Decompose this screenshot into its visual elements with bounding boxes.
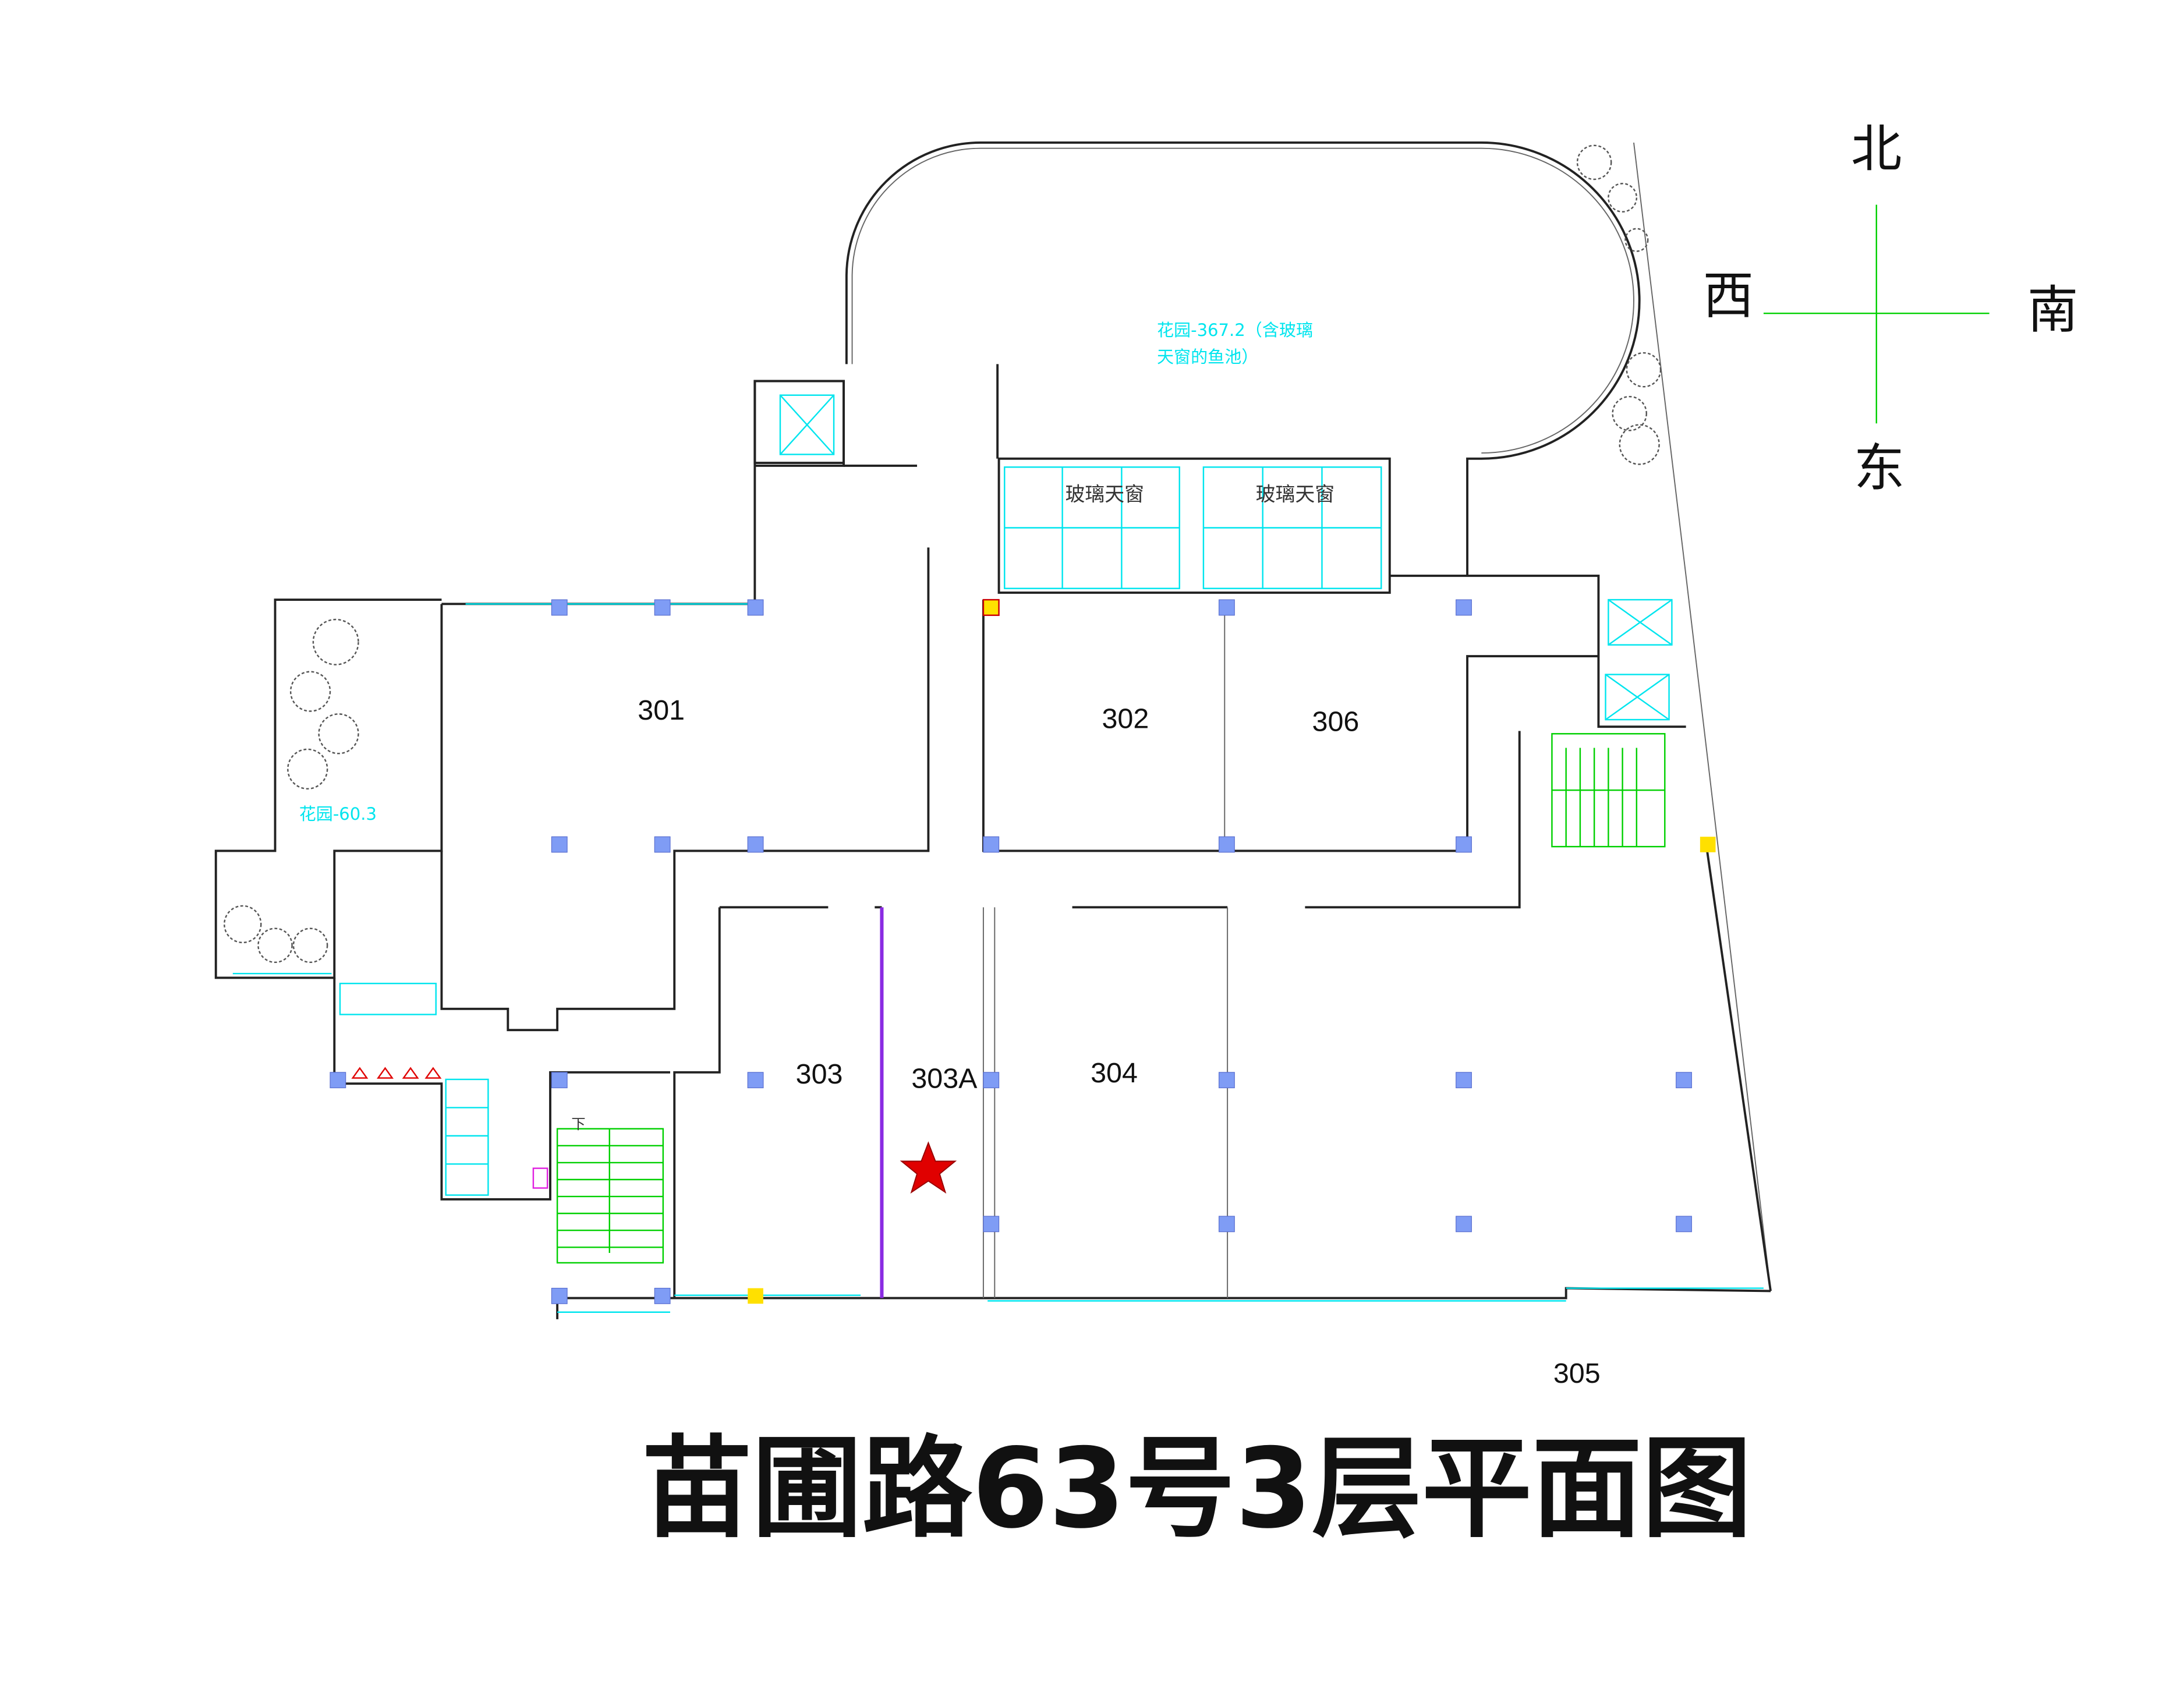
skylight-label-1: 玻璃天窗 [1065,483,1144,505]
room-303-label[interactable]: 303 [796,1058,843,1090]
room-304-label[interactable]: 304 [1091,1057,1138,1089]
elevators [1605,599,1673,721]
garden-main-label-line2: 天窗的鱼池） [1157,347,1258,367]
room-301-label[interactable]: 301 [638,695,685,726]
compass-west: 西 [1703,266,1754,325]
room-303a-label[interactable]: 303A [911,1063,978,1094]
location-star-icon [900,1141,957,1194]
garden-main-label-line1: 花园-367.2（含玻璃 [1157,320,1313,340]
stairs-west: 下 [556,1116,664,1264]
restrooms [339,982,548,1196]
room-306-label[interactable]: 306 [1312,706,1360,737]
garden-trees [224,144,1662,964]
glass-skylight [997,457,1391,594]
building-walls [214,364,1772,1319]
rooftop-garden-outline [845,141,1771,1291]
room-305-label[interactable]: 305 [1553,1358,1601,1389]
plan-title: 苗圃路63号3层平面图 [642,1425,1753,1553]
compass: 北 西 南 东 [1703,119,2079,498]
room-302-label[interactable]: 302 [1102,703,1149,735]
compass-east: 东 [1854,438,1905,498]
stairs-east [1551,733,1666,848]
structural-columns [330,599,1716,1304]
compass-north: 北 [1851,119,1902,179]
skylight-label-2: 玻璃天窗 [1256,483,1335,505]
garden-west-label: 花园-60.3 [299,804,377,824]
stair-down-label: 下 [571,1116,585,1132]
compass-south: 南 [2027,280,2078,339]
